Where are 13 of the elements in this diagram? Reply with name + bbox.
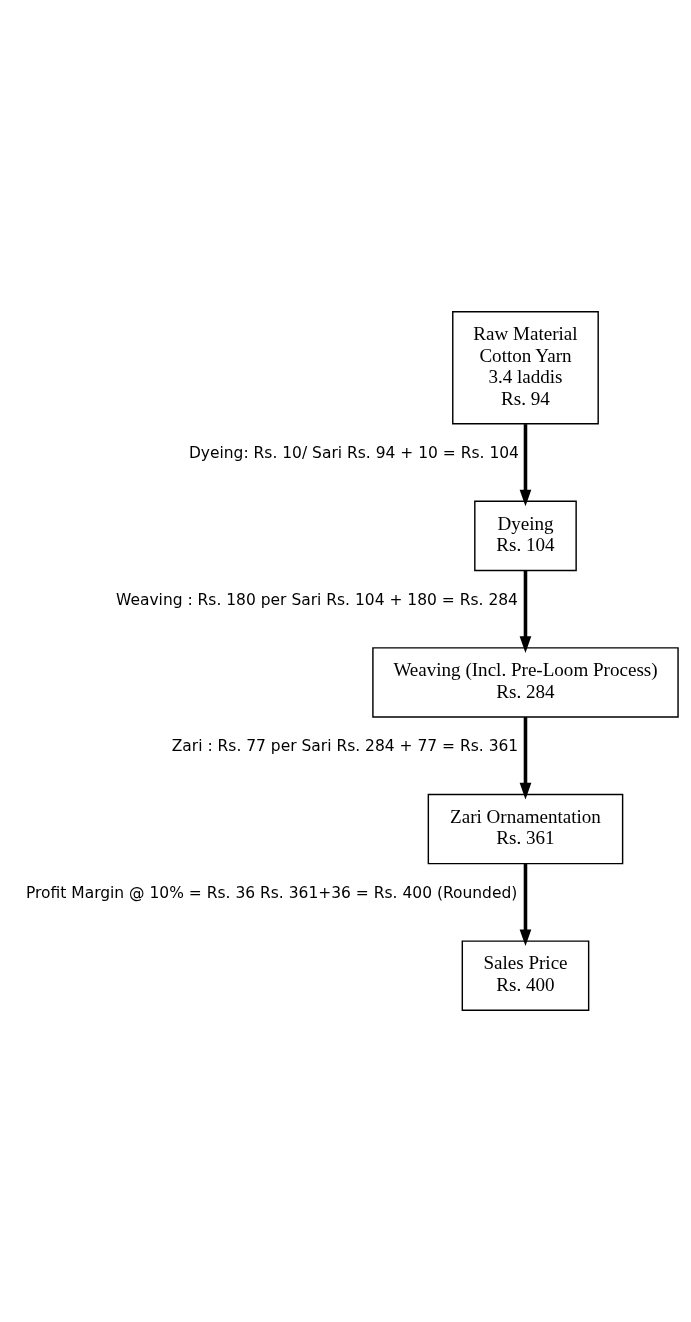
- arrow: [519, 570, 532, 653]
- arrow: [519, 424, 532, 507]
- node-box: Sales Price Rs. 400: [461, 940, 590, 1011]
- node-box: Dyeing Rs. 104: [474, 500, 577, 572]
- edge-label: Dyeing: Rs. 10/ Sari Rs. 94 + 10 = Rs. 104: [188, 444, 519, 463]
- arrow: [519, 717, 532, 800]
- node-box: Weaving (Incl. Pre-Loom Process) Rs. 284: [372, 647, 679, 718]
- edge-label: Zari : Rs. 77 per Sari Rs. 284 + 77 = Rs. 361: [171, 737, 519, 756]
- arrow: [519, 863, 532, 947]
- edge-label: Profit Margin @ 10% = Rs. 36 Rs. 361+36 = Rs. 400 (Rounded): [26, 884, 518, 902]
- node-box: Raw Material Cotton Yarn 3.4 laddis Rs. 94: [452, 311, 599, 425]
- edge-label: Weaving : Rs. 180 per Sari Rs. 104 + 180 = Rs. 284: [116, 590, 518, 609]
- node-box: Zari Ornamentation Rs. 361: [427, 793, 624, 865]
